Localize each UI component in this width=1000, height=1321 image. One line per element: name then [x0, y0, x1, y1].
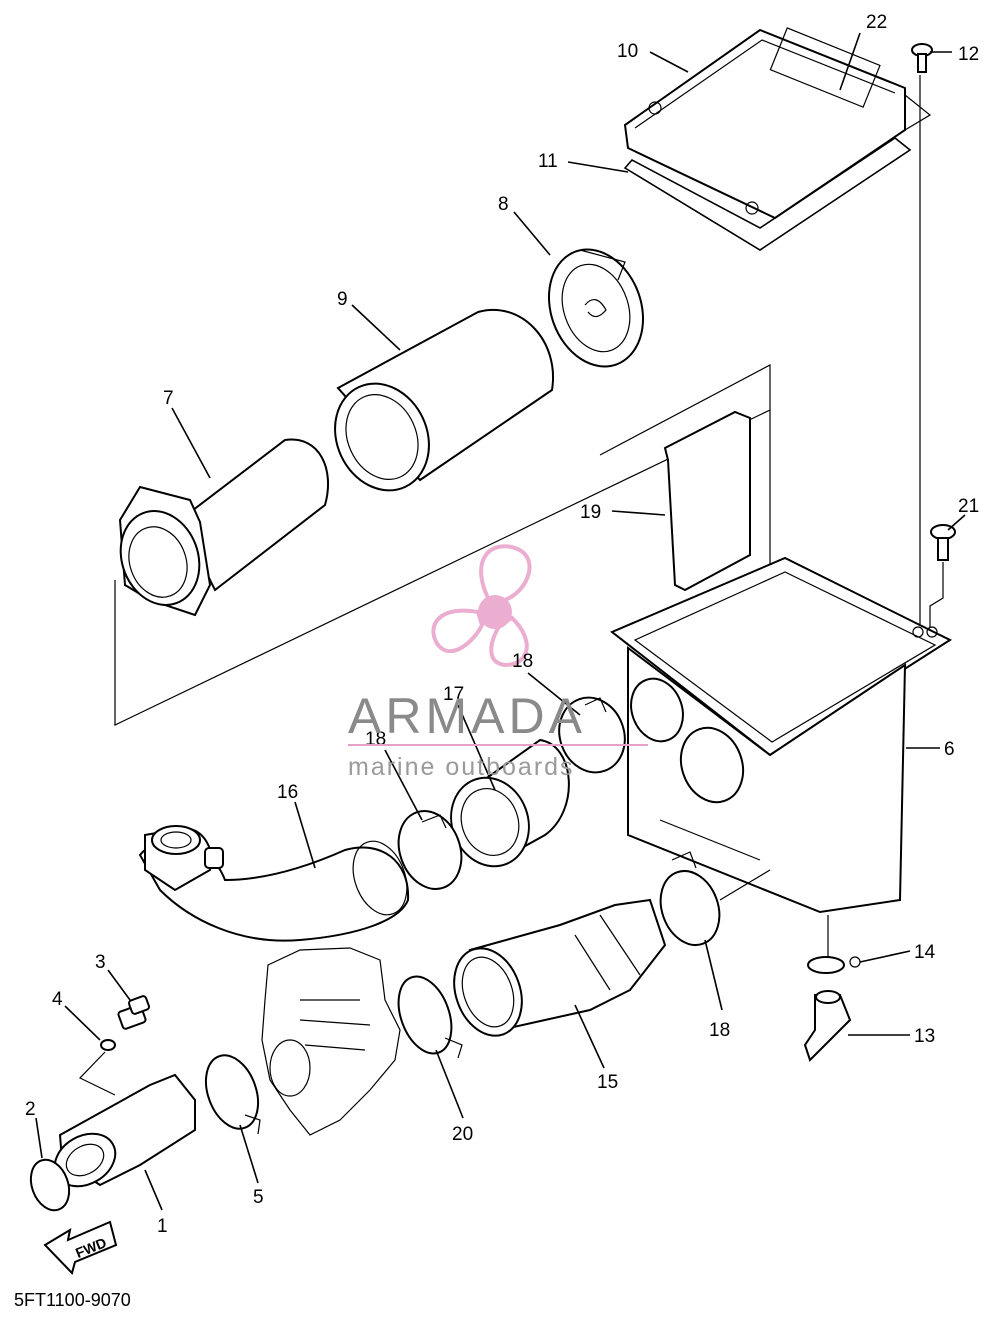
part-9-filter-element [334, 309, 555, 492]
callout-12: 12 [958, 44, 979, 65]
part-10-air-box-cover [623, 27, 932, 220]
part-5-clamp [204, 1054, 260, 1130]
part-18-clamp-lower [659, 870, 721, 946]
part-22-bolt-icon [930, 524, 956, 561]
callout-15: 15 [597, 1072, 618, 1093]
callout-18-upper: 18 [512, 651, 533, 672]
part-3-screw-icon [117, 995, 151, 1030]
callout-6: 6 [944, 739, 955, 760]
callout-10: 10 [617, 41, 638, 62]
watermark-subtitle: marine outboards [348, 753, 575, 781]
forward-arrow-icon: FWD [43, 1220, 118, 1275]
part-4-washer [100, 1039, 116, 1051]
watermark-logo-icon [431, 544, 532, 668]
callout-17: 17 [443, 684, 464, 705]
engine-block-outline [261, 947, 401, 1136]
part-6-air-box-case [610, 556, 953, 914]
callout-1: 1 [157, 1216, 168, 1237]
part-14-ring [807, 956, 845, 974]
watermark: ARMADA marine outboards [348, 688, 648, 781]
part-13-drain-hose [803, 990, 852, 1062]
part-20-pad [663, 410, 751, 592]
callout-4: 4 [52, 989, 63, 1010]
part-7-element-holder [118, 438, 330, 617]
part-15-intake-joint [453, 898, 667, 1037]
callout-22: 21 [958, 496, 979, 517]
callout-20: 19 [580, 502, 601, 523]
part-21-clamp [397, 975, 453, 1055]
part-16-intake-elbow [138, 825, 410, 942]
callout-9: 9 [337, 289, 348, 310]
callout-16: 16 [277, 782, 298, 803]
callout-numbers: 22 10 12 11 8 9 7 19 21 18 17 18 6 16 14… [25, 12, 979, 1237]
part-8-element-cap [547, 248, 645, 368]
watermark-title: ARMADA [348, 688, 586, 744]
callout-8: 8 [498, 194, 509, 215]
part-17-joint [450, 738, 570, 868]
callout-21: 20 [452, 1124, 473, 1145]
part-19-clamp [397, 810, 463, 890]
part-11-cover-gasket [623, 137, 912, 251]
callout-7: 7 [163, 388, 174, 409]
callout-3: 3 [95, 952, 106, 973]
callout-2: 2 [25, 1099, 36, 1120]
callout-5: 5 [253, 1187, 264, 1208]
part-code: 5FT1100-9070 [14, 1290, 131, 1310]
callout-14: 14 [914, 942, 936, 963]
callout-13: 13 [914, 1026, 935, 1047]
callout-11: 11 [538, 151, 558, 172]
part-2-o-ring [29, 1158, 71, 1212]
callout-18-lower: 18 [709, 1020, 730, 1041]
callout-23: 22 [866, 12, 887, 33]
part-12-screw-icon [911, 43, 933, 73]
leader-lines [35, 32, 966, 1211]
